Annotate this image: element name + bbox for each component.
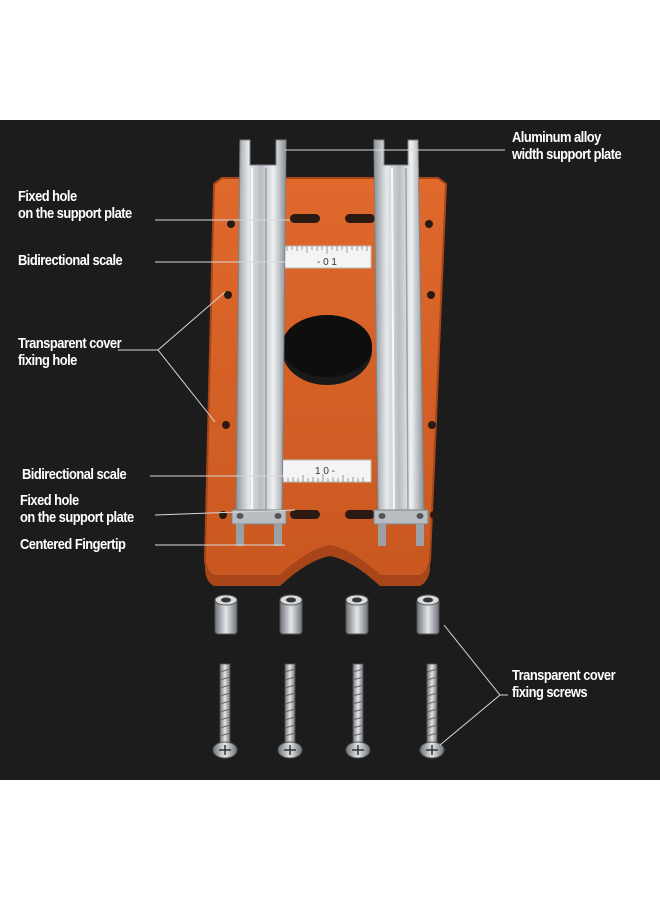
- label-fixed-hole-top-line1: Fixed hole: [18, 188, 77, 205]
- label-transparent-cover-fixing-screws: Transparent cover fixing screws: [512, 667, 616, 701]
- center-hole: [282, 315, 372, 385]
- label-scale-top-text: Bidirectional scale: [18, 252, 123, 269]
- label-bidirectional-scale-top: Bidirectional scale: [18, 252, 123, 269]
- scale-top: ‐ 0 1: [282, 245, 372, 269]
- label-centered-fingertip-text: Centered Fingertip: [20, 536, 126, 553]
- label-fixed-hole-bottom: Fixed hole on the support plate: [20, 492, 134, 526]
- label-aluminum-support-plate: Aluminum alloy width support plate: [512, 129, 622, 163]
- label-fixed-hole-top-line2: on the support plate: [18, 205, 132, 222]
- label-fixed-hole-bottom-line1: Fixed hole: [20, 492, 79, 509]
- label-cover-hole-line2: fixing hole: [18, 352, 77, 369]
- aluminum-rail-right: [373, 139, 429, 546]
- label-fixed-hole-bottom-line2: on the support plate: [20, 509, 134, 526]
- scale-bottom-text: 1 0 ‐: [315, 466, 335, 477]
- scale-top-text: ‐ 0 1: [317, 257, 337, 268]
- product-photo: ‐ 0 1 1 0 ‐: [0, 120, 660, 780]
- label-cover-hole-line1: Transparent cover: [18, 335, 122, 352]
- label-cover-screws-line2: fixing screws: [512, 684, 588, 701]
- label-cover-screws-line1: Transparent cover: [512, 667, 616, 684]
- label-aluminum-line1: Aluminum alloy: [512, 129, 601, 146]
- label-transparent-cover-fixing-hole: Transparent cover fixing hole: [18, 335, 122, 369]
- plate-holes: [219, 214, 438, 519]
- callout-leader-lines: [118, 149, 508, 746]
- label-scale-bottom-text: Bidirectional scale: [22, 466, 127, 483]
- scale-bottom: 1 0 ‐: [278, 459, 372, 483]
- label-centered-fingertip: Centered Fingertip: [20, 536, 126, 553]
- aluminum-rail-left: [231, 139, 287, 546]
- label-fixed-hole-top: Fixed hole on the support plate: [18, 188, 132, 222]
- label-bidirectional-scale-bottom: Bidirectional scale: [22, 466, 127, 483]
- standoff-nuts: [214, 594, 440, 635]
- fixing-screws: [212, 663, 445, 759]
- router-plate-illustration: ‐ 0 1 1 0 ‐: [118, 139, 508, 759]
- label-aluminum-line2: width support plate: [512, 146, 622, 163]
